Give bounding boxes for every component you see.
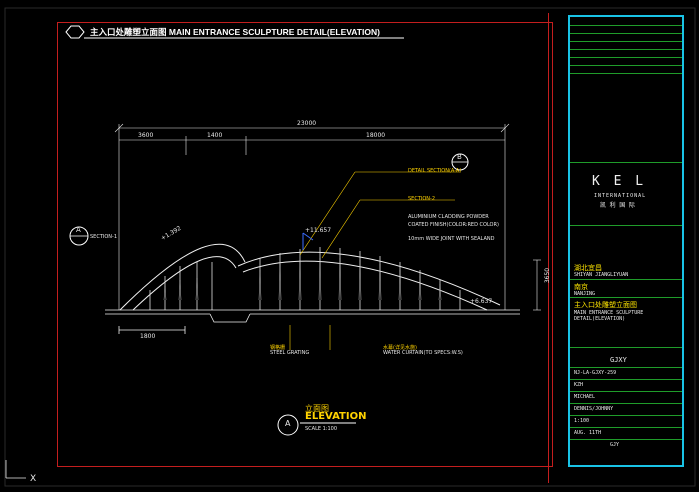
dim-seg2: 1400	[207, 132, 223, 139]
dim-height-right: 3650	[544, 267, 552, 284]
blue-arrow-icon	[302, 232, 314, 250]
dim-seg1: 3600	[138, 132, 154, 139]
drawing-no-value: NJ-LA-GJXY-259	[574, 370, 617, 376]
project-cn: 南京	[574, 283, 588, 291]
section-marker-b-letter: B	[457, 153, 462, 161]
callout-coated: COATED FINISH(COLOR:RED COLOR)	[408, 222, 499, 228]
water-curtain-jets	[163, 257, 442, 301]
drawing-title-en1: MAIN ENTRANCE SCULPTURE	[574, 310, 644, 316]
callout-section-2: SECTION-2	[408, 196, 436, 202]
steel-grating-cn: 钢格栅	[270, 345, 286, 351]
client-label-cn: 湖北宜昌	[574, 264, 602, 272]
overall-dimension	[114, 123, 510, 310]
elevation-title-en: ELEVATION	[305, 411, 367, 422]
dim-base-left: 1800	[140, 333, 156, 340]
callout-detail-section: DETAIL SECTION(A-A)	[408, 168, 462, 174]
sheet-value: GJY	[610, 442, 620, 448]
client-label-en: SHIYAN JIANGLIYUAN	[574, 272, 629, 278]
section-marker-a-letter: A	[76, 226, 81, 234]
logo-kel: K E L	[592, 174, 647, 189]
project-en: NANJING	[574, 291, 596, 297]
drawing-title-en2: DETAIL(ELEVATION)	[574, 316, 626, 322]
drawing-title-cn: 主入口处雕塑立面图	[574, 301, 637, 309]
elevation-title-cn: 立面图	[305, 404, 329, 413]
checked-value: MICHAEL	[574, 394, 596, 400]
ground-base	[105, 309, 520, 334]
elevation-marker-circle	[277, 414, 299, 436]
stage-value: GJXY	[610, 356, 627, 364]
ucs-axis-icon	[5, 460, 26, 479]
water-curtain-cn: 水幕(详见水施)	[383, 345, 417, 351]
dim-overall: 23000	[297, 120, 317, 127]
logo-cn: 凯 利 国 际	[600, 202, 635, 209]
sheet-border	[4, 7, 696, 487]
elevation-marker-letter: A	[285, 419, 291, 428]
steel-grating-en: STEEL GRATING	[270, 350, 310, 356]
water-curtain-en: WATER CURTAIN(TO SPECS:W.S)	[383, 350, 463, 356]
header-hex-marker	[65, 25, 85, 39]
drawing-header-title: 主入口处雕塑立面图 MAIN ENTRANCE SCULPTURE DETAIL…	[90, 27, 380, 37]
title-block: K E L INTERNATIONAL 凯 利 国 际 湖北宜昌 SHIYAN …	[568, 15, 684, 467]
level-right: +6.637	[470, 298, 493, 305]
callout-joint: 10mm WIDE JOINT WITH SEALAND	[408, 236, 495, 242]
scale-value: 1:100	[574, 418, 590, 424]
drawing-frame	[57, 22, 553, 467]
drawn-value: KZH	[574, 382, 584, 388]
callout-aluminium: ALUMINIUM CLADDING POWDER	[408, 214, 489, 220]
cursor-x-label: X	[30, 474, 37, 484]
elevation-scale: SCALE 1:100	[305, 426, 338, 432]
date-value: AUG. 11TH	[574, 430, 602, 436]
height-dimension	[533, 259, 541, 311]
leader-lines	[289, 171, 460, 350]
dim-seg3: 18000	[366, 132, 386, 139]
logo-sub: INTERNATIONAL	[594, 193, 647, 199]
section-left-label: SECTION-1	[90, 234, 118, 240]
approved-value: DENNIS/JOHNNY	[574, 406, 614, 412]
level-mid: +11.657	[305, 227, 332, 234]
frame-divider	[548, 13, 549, 483]
